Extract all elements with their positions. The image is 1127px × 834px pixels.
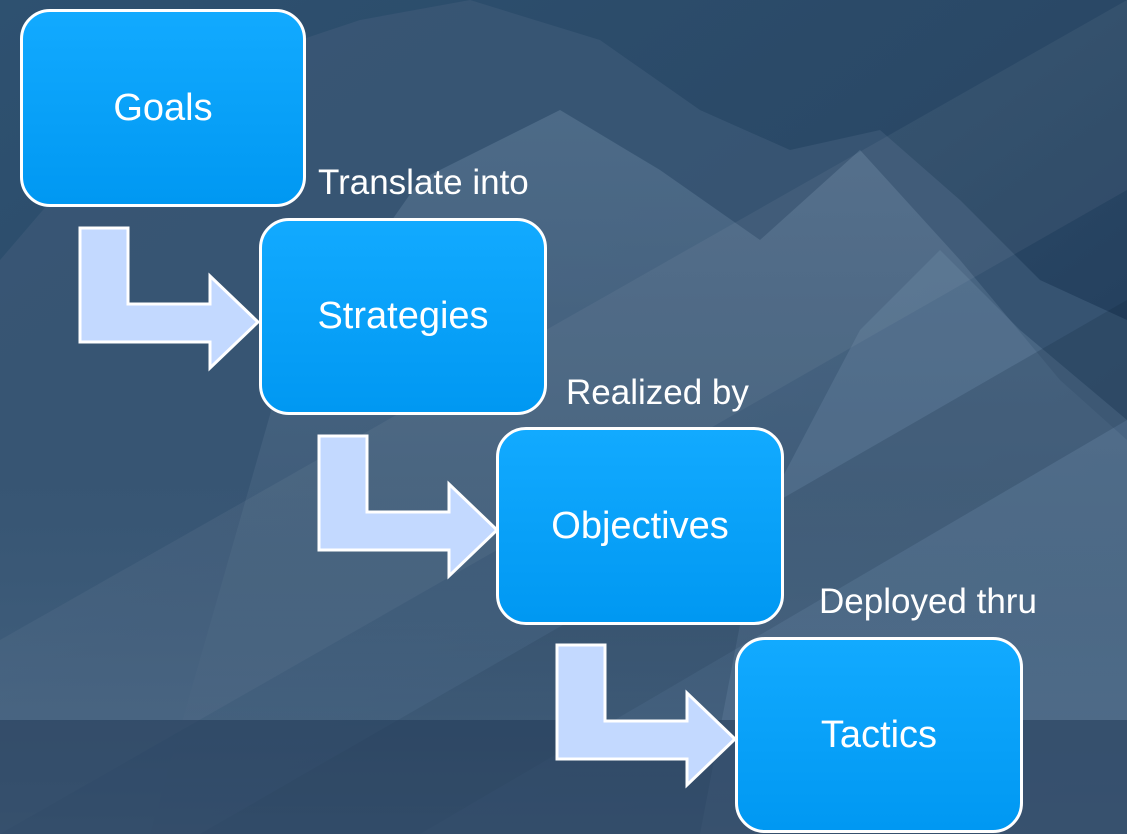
- objectives-label: Objectives: [551, 504, 729, 547]
- bent-arrow-2-icon: [317, 434, 500, 580]
- connector-label-translate: Translate into: [318, 163, 529, 202]
- bent-arrow-3-icon: [555, 643, 738, 789]
- bent-arrow-1-icon: [78, 226, 261, 372]
- goals-box: Goals: [20, 9, 306, 207]
- strategies-label: Strategies: [317, 295, 489, 337]
- connector-label-realized: Realized by: [566, 373, 749, 412]
- objectives-box: Objectives: [496, 427, 784, 625]
- goals-label: Goals: [113, 86, 213, 129]
- tactics-label: Tactics: [820, 713, 938, 756]
- strategies-box: Strategies: [259, 218, 547, 415]
- connector-label-deployed: Deployed thru: [819, 582, 1037, 621]
- tactics-box: Tactics: [735, 637, 1023, 833]
